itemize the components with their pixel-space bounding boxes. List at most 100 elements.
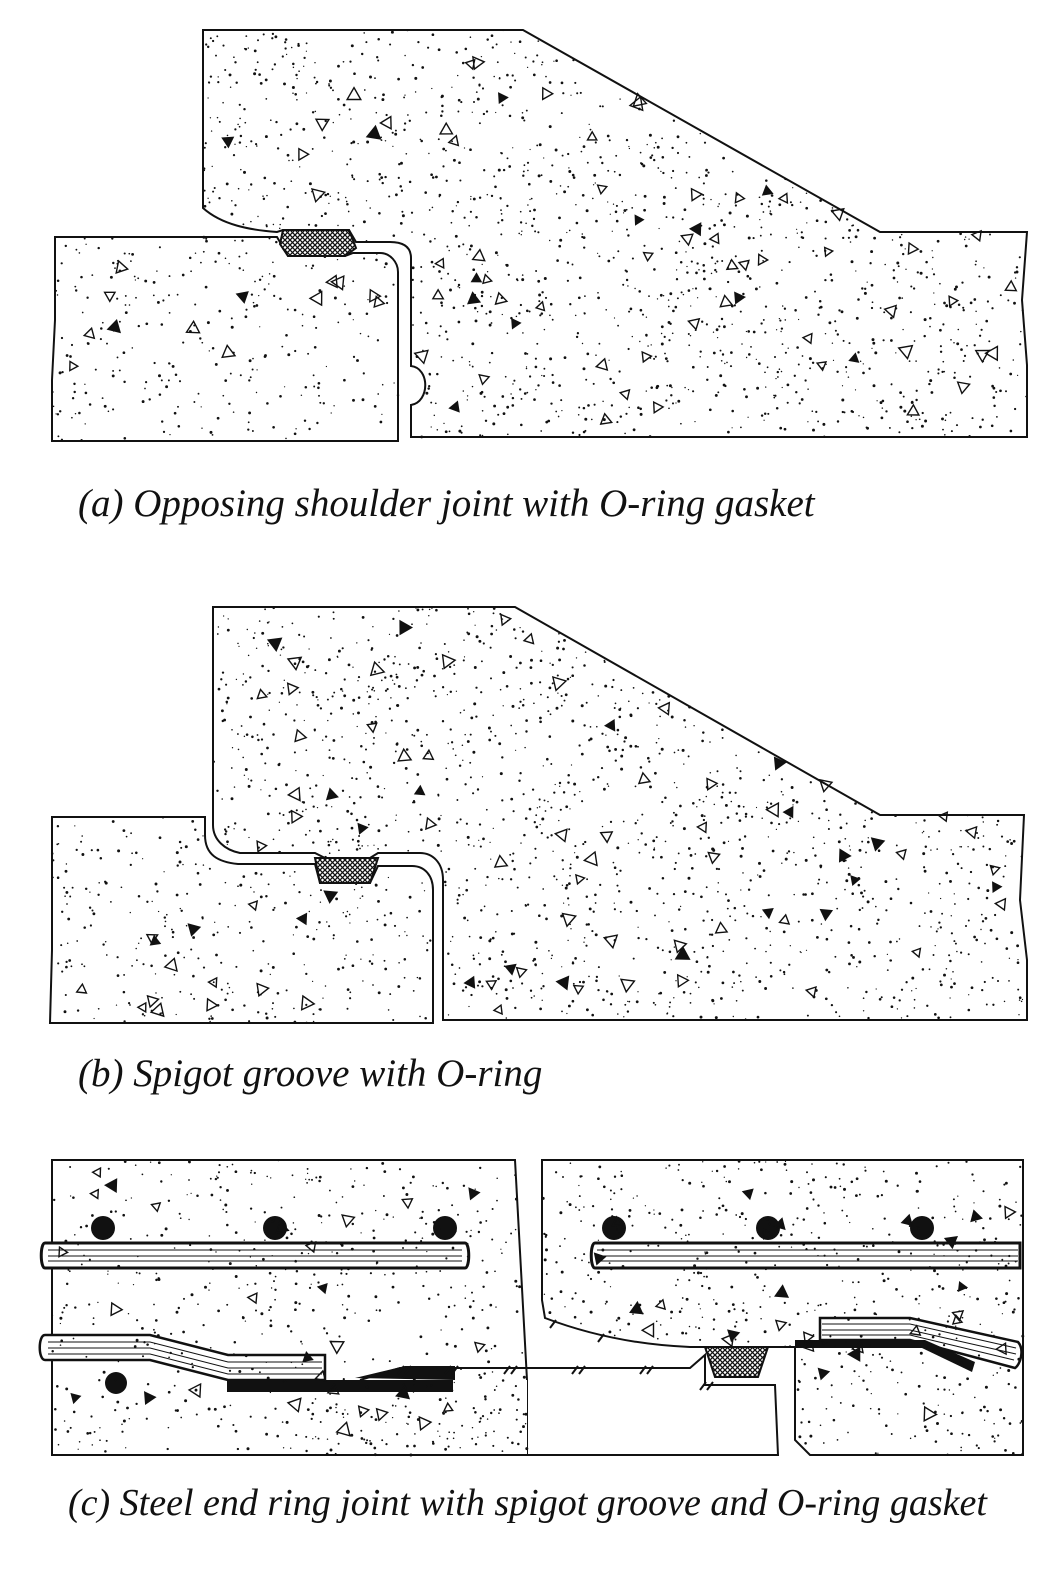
aggregate-speck	[174, 1409, 177, 1412]
aggregate-speck	[384, 295, 388, 298]
aggregate-speck	[207, 197, 209, 199]
aggregate-speck	[742, 805, 745, 808]
aggregate-speck	[910, 285, 913, 288]
aggregate-stone	[235, 291, 249, 304]
aggregate-speck	[413, 734, 416, 737]
aggregate-stone	[603, 718, 616, 732]
aggregate-speck	[420, 1216, 424, 1220]
aggregate-speck	[318, 1175, 322, 1179]
aggregate-speck	[617, 1316, 621, 1320]
aggregate-speck	[374, 883, 378, 887]
aggregate-speck	[580, 752, 584, 756]
aggregate-speck	[344, 196, 347, 199]
aggregate-speck	[615, 154, 618, 157]
aggregate-stone	[136, 1001, 147, 1014]
aggregate-speck	[594, 141, 597, 144]
aggregate-speck	[689, 334, 692, 337]
aggregate-speck	[252, 301, 255, 304]
aggregate-speck	[495, 931, 497, 933]
aggregate-speck	[774, 1264, 777, 1267]
aggregate-stone	[895, 848, 907, 861]
aggregate-speck	[572, 176, 576, 179]
aggregate-speck	[651, 856, 655, 859]
aggregate-speck	[231, 200, 233, 202]
aggregate-speck	[691, 365, 695, 369]
aggregate-speck	[259, 895, 263, 899]
aggregate-speck	[424, 1016, 427, 1020]
aggregate-speck	[134, 279, 137, 281]
aggregate-speck	[289, 1447, 292, 1449]
aggregate-speck	[520, 397, 523, 400]
aggregate-speck	[982, 835, 985, 837]
aggregate-speck	[341, 1304, 344, 1306]
aggregate-speck	[56, 1385, 59, 1388]
aggregate-speck	[693, 1264, 697, 1268]
aggregate-stone	[777, 192, 789, 205]
aggregate-speck	[450, 1286, 453, 1289]
aggregate-speck	[878, 997, 882, 1001]
aggregate-speck	[460, 431, 463, 434]
aggregate-speck	[537, 231, 540, 234]
aggregate-speck	[852, 1281, 854, 1284]
aggregate-speck	[383, 266, 386, 269]
aggregate-speck	[737, 804, 741, 808]
aggregate-speck	[730, 800, 733, 803]
aggregate-speck	[469, 364, 471, 366]
aggregate-speck	[625, 138, 629, 142]
aggregate-speck	[739, 777, 742, 780]
aggregate-speck	[298, 863, 300, 865]
aggregate-speck	[374, 1418, 378, 1421]
aggregate-speck	[360, 886, 363, 889]
aggregate-speck	[964, 924, 968, 928]
aggregate-speck	[346, 1308, 349, 1311]
aggregate-speck	[640, 162, 642, 165]
aggregate-speck	[670, 1317, 672, 1319]
aggregate-speck	[644, 1205, 647, 1207]
aggregate-speck	[431, 206, 434, 209]
aggregate-speck	[301, 324, 304, 327]
aggregate-speck	[311, 111, 315, 114]
aggregate-speck	[245, 308, 248, 311]
aggregate-speck	[560, 694, 563, 698]
aggregate-speck	[268, 691, 271, 695]
aggregate-speck	[929, 910, 933, 913]
aggregate-speck	[967, 1433, 971, 1437]
aggregate-speck	[451, 86, 453, 88]
aggregate-speck	[365, 1166, 369, 1170]
aggregate-speck	[179, 907, 182, 910]
aggregate-speck	[574, 845, 577, 848]
aggregate-speck	[224, 830, 228, 833]
aggregate-speck	[216, 416, 220, 420]
aggregate-speck	[873, 954, 876, 958]
aggregate-speck	[578, 1184, 580, 1187]
aggregate-speck	[866, 900, 870, 904]
aggregate-speck	[960, 829, 962, 832]
aggregate-speck	[660, 170, 662, 173]
aggregate-speck	[131, 253, 134, 256]
aggregate-speck	[824, 1176, 827, 1179]
aggregate-speck	[895, 1288, 898, 1291]
aggregate-speck	[992, 386, 996, 390]
aggregate-speck	[250, 140, 253, 143]
aggregate-speck	[668, 339, 671, 342]
aggregate-speck	[825, 937, 829, 941]
aggregate-speck	[107, 1270, 109, 1272]
aggregate-speck	[620, 767, 624, 771]
aggregate-speck	[369, 1442, 373, 1446]
aggregate-speck	[137, 1255, 139, 1258]
aggregate-speck	[469, 36, 472, 38]
aggregate-speck	[589, 737, 593, 741]
aggregate-speck	[273, 63, 277, 66]
aggregate-speck	[514, 1197, 518, 1201]
aggregate-speck	[699, 1271, 703, 1275]
aggregate-speck	[894, 814, 897, 817]
aggregate-speck	[355, 848, 359, 851]
aggregate-speck	[406, 781, 409, 784]
aggregate-speck	[862, 1379, 865, 1382]
aggregate-speck	[672, 309, 675, 313]
aggregate-speck	[269, 1324, 273, 1328]
aggregate-speck	[538, 300, 541, 303]
aggregate-speck	[455, 205, 458, 207]
aggregate-stone	[688, 222, 702, 237]
aggregate-speck	[862, 1010, 865, 1012]
